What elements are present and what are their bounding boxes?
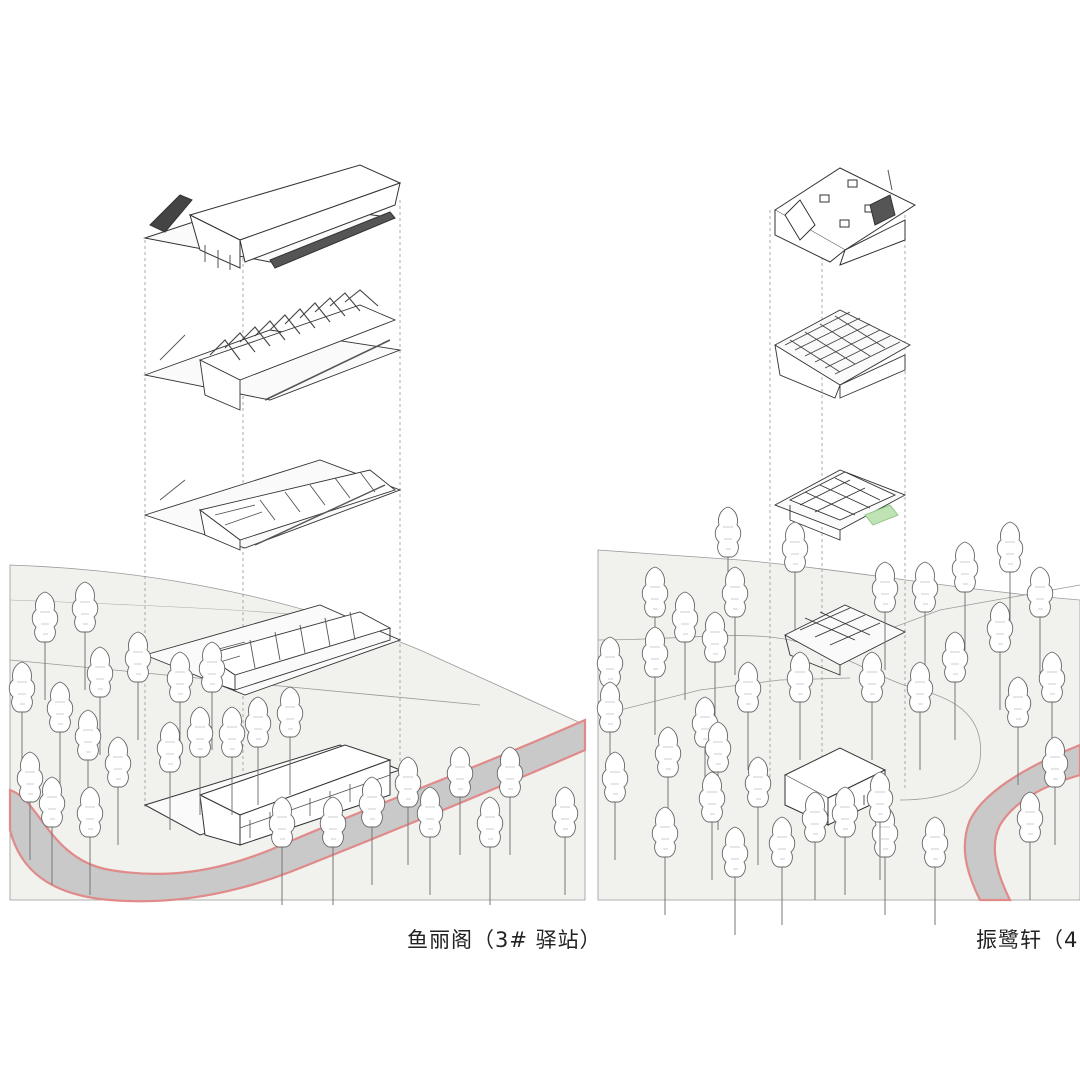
right-layer-roof <box>774 167 917 266</box>
left-layer-roof <box>143 164 402 270</box>
right-layer-structure <box>774 309 911 399</box>
left-road <box>8 718 587 903</box>
right-projection-lines <box>769 210 906 800</box>
left-layer-upper-floor <box>143 459 402 551</box>
caption-right: 振鹭轩（4# <box>976 928 1080 952</box>
caption-left: 鱼丽阁（3# 驿站） <box>407 928 602 952</box>
right-layer-ground-floor <box>784 604 907 676</box>
left-layer-structure <box>143 289 402 411</box>
right-layer-floor <box>773 469 907 541</box>
